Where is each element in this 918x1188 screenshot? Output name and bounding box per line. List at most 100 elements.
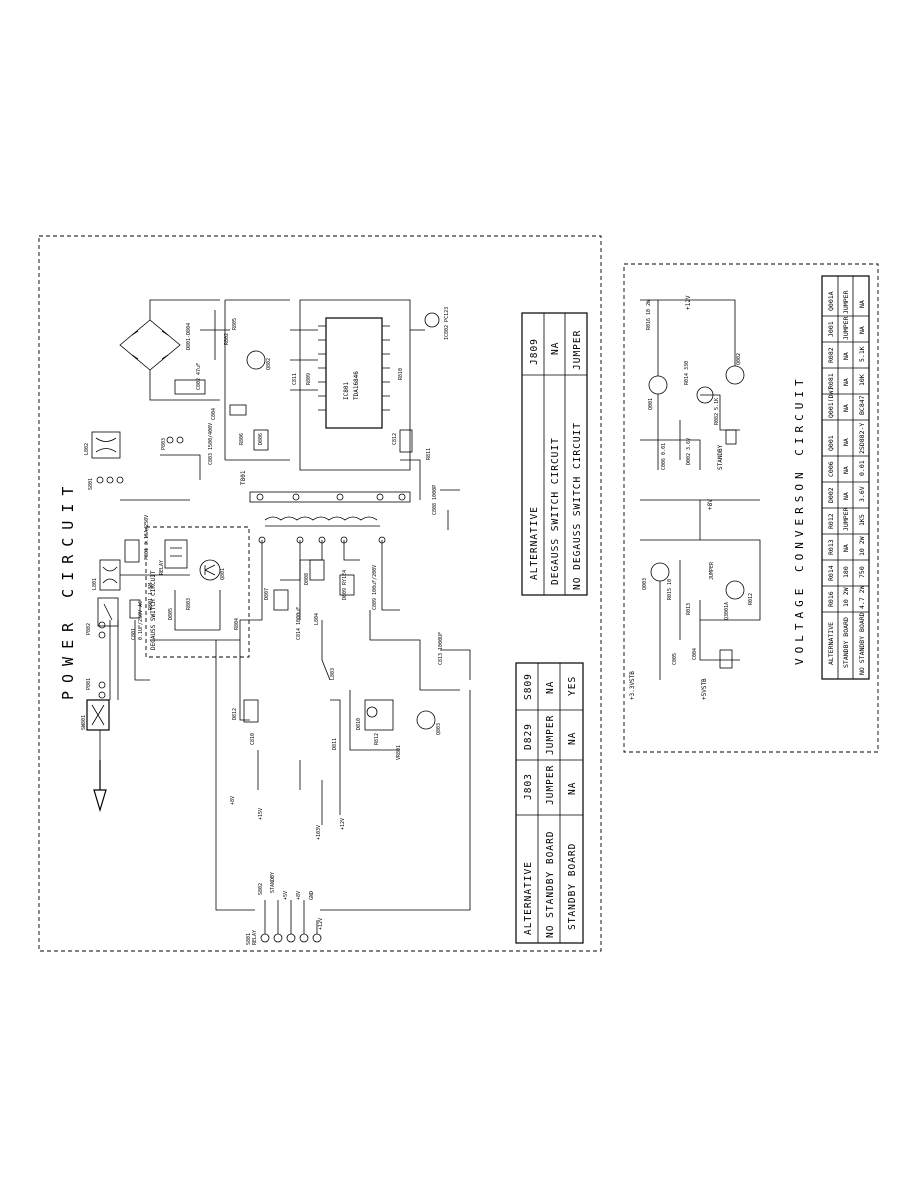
- vt-h7: Q001: [827, 435, 835, 451]
- vt-r1c3: 10 2W: [858, 536, 866, 556]
- svg-text:L802: L802: [84, 443, 90, 455]
- svg-text:P802: P802: [86, 623, 92, 635]
- power-circuit-panel: POWER CIRCUIT SW801 P801 P802 C801 0.1UF…: [38, 235, 602, 952]
- vt-r1c7: 2SD882-Y: [858, 423, 866, 454]
- vc-label-4: STANDBY: [717, 444, 724, 470]
- vt-h8: Q001(DW): [827, 387, 835, 418]
- ic801-ref: IC801: [343, 382, 350, 400]
- svg-text:SW801: SW801: [81, 715, 87, 730]
- svg-text:D811: D811: [332, 738, 338, 750]
- vt-h0: ALTERNATIVE: [827, 622, 835, 665]
- svg-text:D801-D804: D801-D804: [186, 323, 192, 350]
- vt-r1c11: NA: [858, 326, 866, 334]
- svg-text:R805: R805: [232, 318, 238, 330]
- vt-r1c5: 3.6V: [858, 486, 866, 502]
- svg-text:R801 1.5M: R801 1.5M: [148, 583, 154, 610]
- svg-text:Q803: Q803: [436, 723, 442, 735]
- out-label-8: +12V: [318, 918, 324, 930]
- out-label-3: +12V: [340, 818, 346, 830]
- svg-text:Q002: Q002: [736, 353, 742, 365]
- out-label-7: GND: [309, 891, 315, 900]
- out-label-1: +15V: [258, 808, 264, 820]
- ts-r0c0: NO STANDBY BOARD: [545, 830, 556, 938]
- vt-r0c6: NA: [842, 466, 850, 474]
- vc-label-3: +5VSTB: [701, 678, 708, 700]
- vt-r0c4: JUMPER: [842, 507, 850, 531]
- svg-text:C804: C804: [211, 408, 217, 420]
- vt-r0c1: 10 2W: [842, 587, 850, 607]
- tj-r0c0: DEGAUSS SWITCH CIRCUIT: [550, 437, 561, 585]
- vc-label-6: JUMPER: [709, 561, 715, 580]
- svg-text:R806: R806: [239, 433, 245, 445]
- conn-s802: S802: [258, 883, 264, 895]
- primary-control: Q802 R805 C804 R806 D806: [211, 299, 290, 461]
- ts-r0c1: JUMPER: [545, 765, 556, 805]
- vt-r0c7: NA: [842, 438, 850, 446]
- vt-r0c10: NA: [842, 352, 850, 360]
- tj-h0: ALTERNATIVE: [529, 506, 540, 580]
- voltage-conversion-panel: VOLTAGE CONVERSON CIRCUIT R016 10 2W R01…: [623, 263, 879, 753]
- vt-r1c8: BC847: [858, 395, 866, 415]
- vc-label-1: +8V: [707, 499, 714, 510]
- out-label-6: STANDBY: [270, 872, 276, 893]
- out-label-0: +8V: [230, 796, 236, 805]
- vt-r0c12: JUMPER: [842, 290, 850, 314]
- svg-text:R015 10: R015 10: [667, 579, 673, 600]
- vc-label-2: +3.3VSTB: [629, 671, 636, 700]
- vt-h5: D002: [827, 487, 835, 503]
- vt-r0c9: NA: [842, 378, 850, 386]
- vt-r1c10: 5.1K: [858, 346, 866, 362]
- output-rails: +8V +15V +103V +12V S802 +8V +5V STANDBY…: [215, 640, 471, 945]
- svg-text:R016 10 2W: R016 10 2W: [646, 299, 652, 330]
- vt-r0c3: NA: [842, 544, 850, 552]
- svg-text:IC802 PC123: IC802 PC123: [444, 307, 450, 340]
- svg-text:R802: R802: [224, 333, 230, 345]
- svg-text:C814 1000uF: C814 1000uF: [296, 607, 302, 640]
- vt-h2: R014: [827, 565, 835, 581]
- vt-r1c0: NO STANDBY BOARD: [858, 612, 866, 675]
- svg-text:R804: R804: [234, 618, 240, 630]
- tj-r1c1: JUMPER: [572, 330, 583, 370]
- svg-text:D809 RY1E4: D809 RY1E4: [342, 570, 348, 600]
- vt-r0c0: STANDBY BOARD: [842, 617, 850, 668]
- svg-text:C801: C801: [131, 628, 137, 640]
- vt-r1c6: 0.01: [858, 460, 866, 476]
- svg-text:0.1UF/250V AC: 0.1UF/250V AC: [138, 601, 144, 640]
- ts-r1c1: NA: [567, 782, 578, 795]
- svg-text:R811: R811: [426, 448, 432, 460]
- out-label-4: +8V: [296, 891, 302, 900]
- tj-r1c0: NO DEGAUSS SWITCH CIRCUIT: [572, 422, 583, 590]
- svg-text:C812: C812: [392, 433, 398, 445]
- vt-r1c12: NA: [858, 300, 866, 308]
- out-label-2: +103V: [316, 825, 322, 840]
- svg-text:D002 3.6V: D002 3.6V: [686, 438, 692, 465]
- ts-r0c3: NA: [545, 681, 556, 694]
- transformer-t801: T801 C808 1000P: [240, 459, 460, 544]
- svg-text:R082 5.1K: R082 5.1K: [714, 398, 720, 425]
- vt-r1c4: 1K5: [858, 514, 866, 526]
- svg-text:C006 0.01: C006 0.01: [661, 443, 667, 470]
- svg-text:C802 47uF: C802 47uF: [196, 363, 202, 390]
- ts-h0: ALTERNATIVE: [523, 861, 534, 935]
- svg-text:RELAY: RELAY: [159, 560, 165, 575]
- svg-text:D810: D810: [356, 718, 362, 730]
- svg-text:C810: C810: [250, 733, 256, 745]
- ts-r0c2: JUMPER: [545, 715, 556, 755]
- bridge-rectifier: L802 S801 D801-D804 C802 47uF P803 C803 …: [84, 299, 230, 490]
- svg-text:P803: P803: [161, 438, 167, 450]
- svg-text:F801 3.15A/250V: F801 3.15A/250V: [144, 515, 150, 560]
- vt-r1c9: 10K: [858, 374, 866, 386]
- svg-text:L803: L803: [330, 668, 336, 680]
- svg-text:Q3001A: Q3001A: [724, 602, 730, 620]
- voltage-title: VOLTAGE CONVERSON CIRCUIT: [793, 374, 806, 665]
- vt-r0c11: JUMPER: [842, 316, 850, 340]
- degauss-switch-label: DEGAUSS SWITCH CIRCUIT: [150, 570, 157, 650]
- tj-h1: J809: [529, 338, 540, 365]
- vt-h4: R012: [827, 513, 835, 529]
- vc-label-0: +12V: [685, 295, 692, 310]
- secondary-rectifiers: D807 D808 D809 RY1E4 C809 100uF/200V C81…: [239, 540, 471, 700]
- svg-text:Q003: Q003: [642, 578, 648, 590]
- table-standby: ALTERNATIVE J803 D829 S809 NO STANDBY BO…: [515, 662, 584, 944]
- conn-s801: S801: [246, 933, 252, 945]
- svg-text:C813 1000UF: C813 1000UF: [438, 632, 444, 665]
